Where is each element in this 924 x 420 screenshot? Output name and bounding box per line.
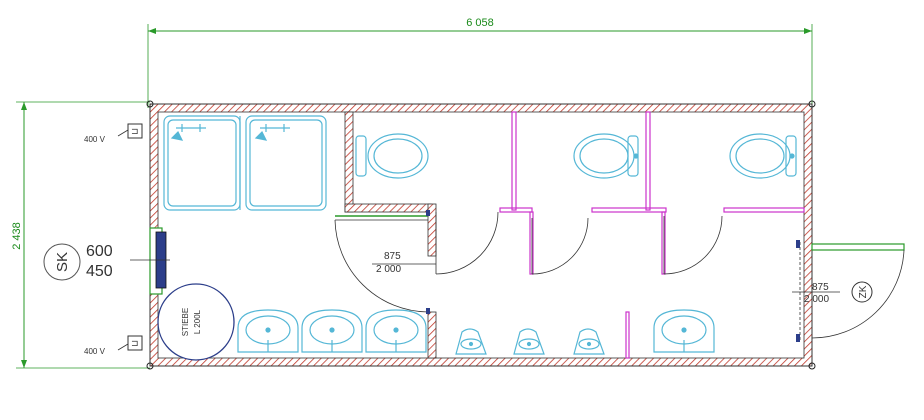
shower-1 bbox=[163, 115, 241, 211]
hand-basin-2 bbox=[513, 328, 545, 355]
left-window bbox=[130, 227, 170, 295]
washbasin-3 bbox=[365, 309, 427, 353]
exterior-door-width: 875 bbox=[812, 282, 829, 293]
exterior-walls bbox=[146, 100, 816, 370]
hand-basin-1 bbox=[455, 328, 487, 355]
distribution-box-value-1: 600 bbox=[86, 243, 113, 260]
width-dimension: 6 058 bbox=[147, 17, 813, 108]
power-outlet-label: 400 V bbox=[84, 135, 106, 144]
washbasin-4 bbox=[653, 309, 715, 353]
distribution-box-code: SK bbox=[54, 252, 71, 272]
exterior-door-height: 2 000 bbox=[804, 294, 829, 305]
interior-door bbox=[334, 219, 436, 313]
distribution-box: SK 600 450 bbox=[43, 243, 113, 281]
exterior-door[interactable] bbox=[792, 242, 905, 340]
svg-text:ZK: ZK bbox=[858, 285, 869, 298]
height-dimension: 2 438 bbox=[11, 101, 150, 369]
interior-door-width: 875 bbox=[384, 251, 401, 262]
height-dimension-label: 2 438 bbox=[11, 222, 23, 250]
power-outlet-label: 400 V bbox=[84, 347, 106, 356]
washbasin-2 bbox=[301, 309, 363, 353]
hand-basin-3 bbox=[573, 328, 605, 355]
door-swings bbox=[435, 211, 723, 275]
toilet-1 bbox=[355, 133, 429, 179]
interior-walls bbox=[335, 111, 437, 359]
boiler-capacity: L 200L bbox=[193, 309, 202, 334]
width-dimension-label: 6 058 bbox=[466, 17, 494, 29]
water-boiler: STIEBE L 200L bbox=[157, 283, 235, 361]
power-outlet-top: ⊐ 400 V bbox=[84, 123, 143, 144]
power-outlet-bottom: ⊐ 400 V bbox=[84, 335, 143, 356]
toilet-3 bbox=[729, 133, 797, 179]
washbasin-1 bbox=[237, 309, 299, 353]
outlet-icon: ⊐ bbox=[131, 339, 139, 349]
toilet-2 bbox=[573, 133, 639, 179]
outlet-icon: ⊐ bbox=[131, 127, 139, 137]
boiler-brand: STIEBE bbox=[181, 308, 190, 336]
distribution-box-value-2: 450 bbox=[86, 263, 113, 280]
wall-markers bbox=[426, 210, 800, 342]
interior-door-height: 2 000 bbox=[376, 264, 401, 275]
toilet-partitions bbox=[499, 111, 805, 359]
exterior-door-code: ZK bbox=[851, 281, 873, 303]
shower-2 bbox=[245, 115, 327, 211]
